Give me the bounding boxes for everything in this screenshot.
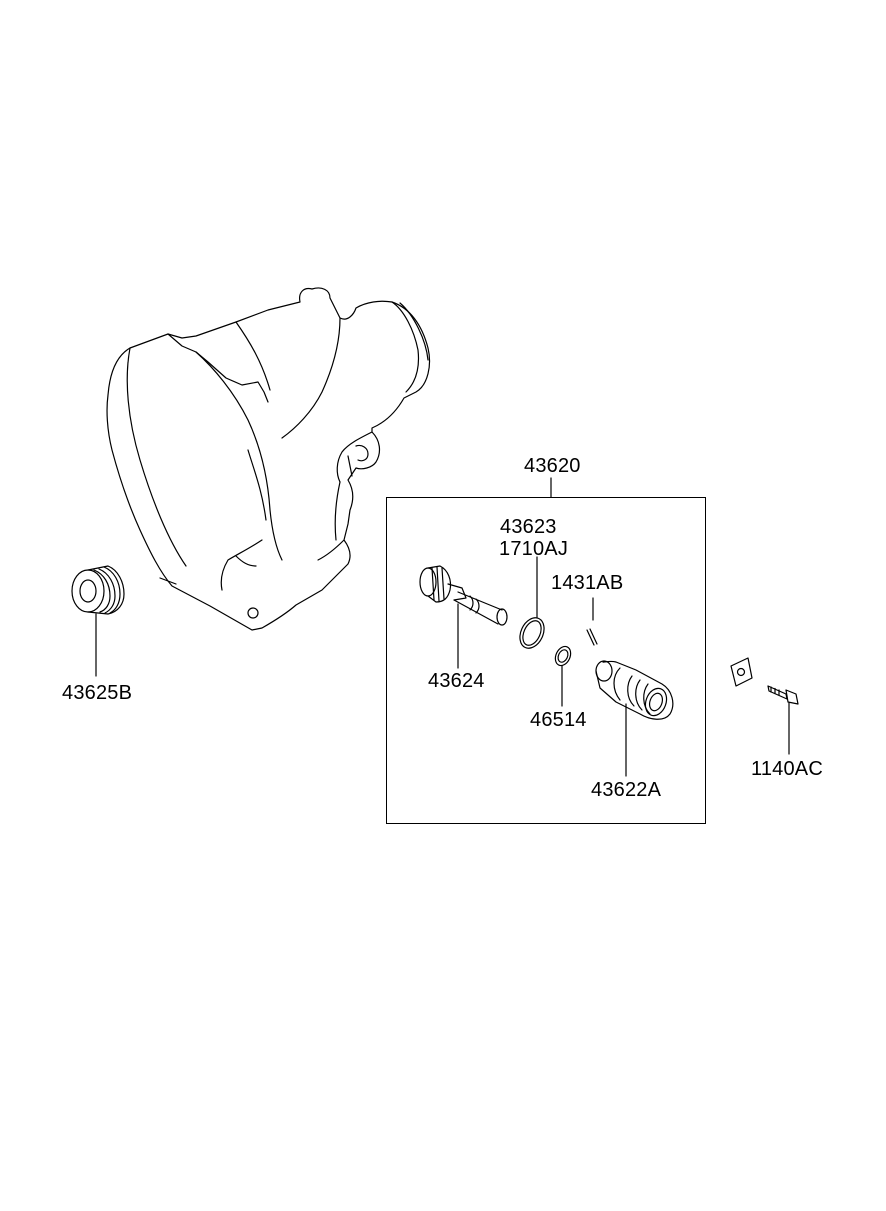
bolt-1140ac-illustration (767, 685, 799, 755)
label-43620: 43620 (524, 455, 581, 477)
label-43624: 43624 (428, 670, 485, 692)
label-46514: 46514 (530, 709, 587, 731)
driven-gear-43624-illustration (419, 565, 508, 669)
seal-46514-illustration (554, 645, 572, 707)
label-43625b: 43625B (62, 682, 133, 704)
label-43622a: 43622A (591, 779, 662, 801)
label-1710aj: 1710AJ (499, 538, 569, 560)
label-1431ab: 1431AB (551, 572, 624, 594)
label-43623: 43623 (500, 516, 557, 538)
assembly-boundary-box (386, 497, 706, 824)
label-1140ac: 1140AC (751, 758, 823, 780)
pin-1431ab-illustration (586, 597, 598, 646)
sleeve-43622a-illustration (595, 660, 674, 777)
plug-43625b-illustration (71, 565, 125, 677)
lock-plate-illustration (730, 657, 753, 687)
transmission-case-illustration (106, 287, 431, 631)
o-ring-1710aj-illustration (519, 556, 545, 649)
